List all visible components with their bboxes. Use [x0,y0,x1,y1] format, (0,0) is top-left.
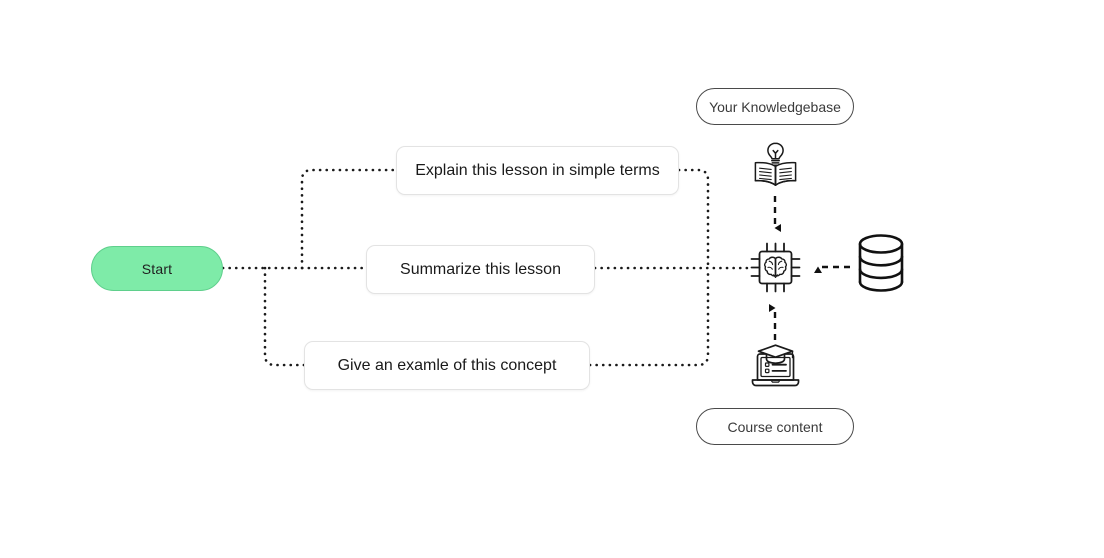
cpu-brain-icon [747,239,804,296]
prompt-box-example-label: Give an examle of this concept [337,356,557,374]
database-cylinder-icon [854,232,908,294]
source-pill-knowledgebase[interactable]: Your Knowledgebase [696,88,854,125]
prompt-box-example[interactable]: Give an examle of this concept [304,341,590,390]
source-pill-coursecontent-label: Course content [727,418,823,435]
prompt-box-explain[interactable]: Explain this lesson in simple terms [396,146,679,195]
open-book-lightbulb-icon [748,140,803,192]
start-node[interactable]: Start [91,246,223,291]
source-pill-coursecontent[interactable]: Course content [696,408,854,445]
wire-start-to-example [263,266,306,367]
wire-example-to-chip [588,266,710,367]
prompt-box-explain-label: Explain this lesson in simple terms [415,161,660,179]
prompt-box-summarize[interactable]: Summarize this lesson [366,245,595,294]
source-pill-knowledgebase-label: Your Knowledgebase [709,98,841,115]
prompt-box-summarize-label: Summarize this lesson [400,260,561,278]
start-node-label: Start [141,260,173,277]
wire-explain-to-chip [677,168,710,270]
laptop-graduation-cap-icon [748,343,803,395]
